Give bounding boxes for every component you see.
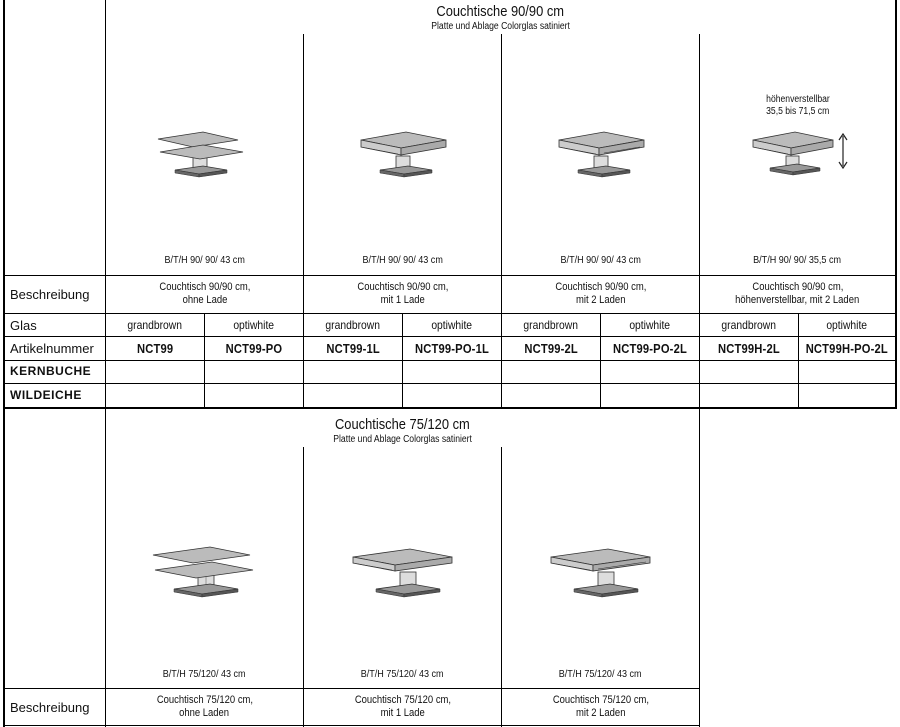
description-line2: ohne Laden <box>179 707 230 719</box>
row-label-description: Beschreibung <box>10 700 90 715</box>
table-illustration-1-drawer <box>352 548 453 598</box>
description-line2: ohne Lade <box>182 294 227 306</box>
description-line2: höhenverstellbar, mit 2 Laden <box>735 294 860 306</box>
dimension-label: B/T/H 75/120/ 43 cm <box>361 668 444 680</box>
section2-title: Couchtische 75/120 cm <box>335 416 470 433</box>
dimension-label: B/T/H 90/ 90/ 43 cm <box>362 254 443 266</box>
article-number: NCT99H-PO-2L <box>805 341 889 356</box>
description-line1: Couchtisch 90/90 cm, <box>555 281 646 293</box>
article-number: NCT99-PO <box>225 341 283 356</box>
row-label-glass: Glas <box>10 318 37 333</box>
article-number: NCT99-PO-1L <box>415 341 489 356</box>
description-line2: mit 2 Laden <box>575 707 626 719</box>
glass-option: optiwhite <box>629 318 671 332</box>
description-line1: Couchtisch 75/120 cm, <box>354 694 451 706</box>
article-number: NCT99H-2L <box>718 341 780 356</box>
dimension-label: B/T/H 90/ 90/ 43 cm <box>560 254 641 266</box>
glass-option: optiwhite <box>431 318 473 332</box>
glass-option: optiwhite <box>826 318 868 332</box>
description-line1: Couchtisch 90/90 cm, <box>357 281 448 293</box>
glass-option: optiwhite <box>233 318 275 332</box>
table-illustration-2-drawers <box>550 548 651 598</box>
description-line2: mit 1 Lade <box>380 294 425 306</box>
section2-subtitle: Platte und Ablage Colorglas satiniert <box>333 434 472 445</box>
dimension-label: B/T/H 90/ 90/ 35,5 cm <box>753 254 842 266</box>
row-label-description: Beschreibung <box>10 287 90 302</box>
description-line1: Couchtisch 90/90 cm, <box>752 281 843 293</box>
dimension-label: B/T/H 75/120/ 43 cm <box>163 668 246 680</box>
height-adjust-range: 35,5 bis 71,5 cm <box>765 106 830 117</box>
height-adjust-label: höhenverstellbar <box>765 94 830 105</box>
glass-option: grandbrown <box>721 318 777 332</box>
description-line1: Couchtisch 75/120 cm, <box>552 694 649 706</box>
wood-row-wildeiche: WILDEICHE <box>10 388 82 402</box>
article-number: NCT99-PO-2L <box>613 341 687 356</box>
wood-row-kernbuche: KERNBUCHE <box>10 364 92 378</box>
article-number: NCT99 <box>136 341 174 356</box>
description-line2: mit 1 Lade <box>380 707 425 719</box>
row-label-article-number: Artikelnummer <box>10 341 94 356</box>
table-illustration-2-drawers <box>558 131 645 178</box>
glass-option: grandbrown <box>127 318 183 332</box>
description-line1: Couchtisch 90/90 cm, <box>159 281 250 293</box>
glass-option: grandbrown <box>523 318 579 332</box>
article-number: NCT99-2L <box>524 341 578 356</box>
dimension-label: B/T/H 90/ 90/ 43 cm <box>164 254 245 266</box>
section1-title: Couchtische 90/90 cm <box>436 3 565 20</box>
description-line2: mit 2 Laden <box>575 294 626 306</box>
glass-option: grandbrown <box>325 318 381 332</box>
description-line1: Couchtisch 75/120 cm, <box>156 694 253 706</box>
dimension-label: B/T/H 75/120/ 43 cm <box>559 668 642 680</box>
section1-subtitle: Platte und Ablage Colorglas satiniert <box>431 21 570 32</box>
table-illustration-no-drawer <box>157 131 244 178</box>
table-illustration-height-adjustable <box>752 131 848 176</box>
table-illustration-no-drawer <box>152 546 254 598</box>
table-illustration-1-drawer <box>360 131 447 178</box>
article-number: NCT99-1L <box>326 341 380 356</box>
